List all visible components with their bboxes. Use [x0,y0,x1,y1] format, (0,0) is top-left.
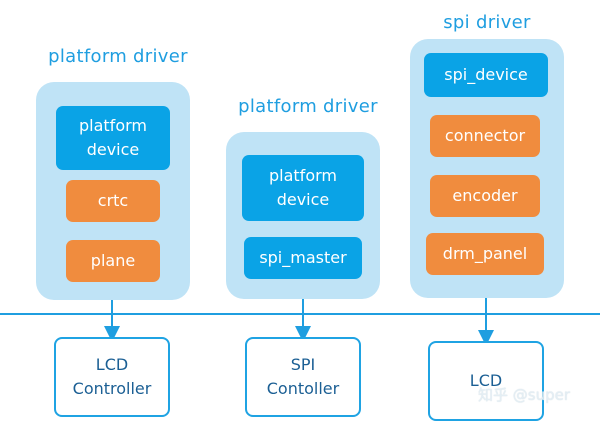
spi-controller-box: SPI Contoller [245,337,361,417]
group-2-platform-driver: platform device spi_master [226,132,380,299]
group-1-title: platform driver [48,46,188,67]
watermark: 知乎 @super [478,386,571,404]
group-1-plane-box: plane [66,240,160,282]
group-3-encoder-box: encoder [430,175,540,217]
group-2-platform-device-box: platform device [242,155,364,221]
group-1-crtc-box: crtc [66,180,160,222]
group-2-spi-master-box: spi_master [244,237,362,279]
lcd-controller-box: LCD Controller [54,337,170,417]
group-3-drm-panel-box: drm_panel [426,233,544,275]
group-1-platform-driver: platform device crtc plane [36,82,190,300]
bus-line [0,313,600,315]
group-3-spi-driver: spi_device connector encoder drm_panel [410,39,564,298]
group-3-spi-device-box: spi_device [424,53,548,97]
group-3-title: spi driver [443,12,531,33]
lcd-box: LCD [428,341,544,421]
group-2-title: platform driver [238,96,378,117]
group-1-platform-device-box: platform device [56,106,170,170]
group-3-connector-box: connector [430,115,540,157]
